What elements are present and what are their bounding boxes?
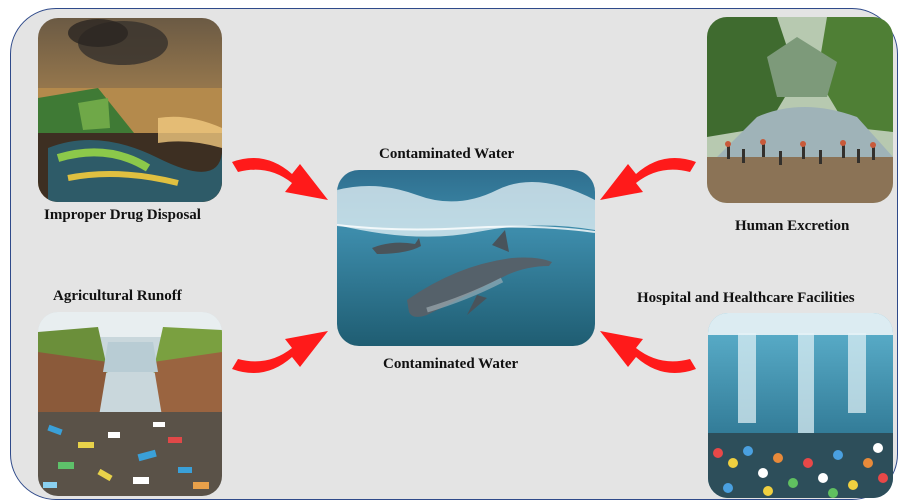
source-label-human-excretion: Human Excretion: [735, 218, 850, 234]
improper-drug-disposal-image: [38, 18, 222, 202]
arrow-icon: [232, 158, 328, 200]
arrow-icon: [600, 331, 696, 373]
contaminated-water-image: [337, 170, 595, 346]
center-label-bottom: Contaminated Water: [383, 356, 519, 372]
center-label-top: Contaminated Water: [379, 146, 515, 162]
source-label-improper-drug-disposal: Improper Drug Disposal: [44, 207, 201, 223]
source-label-hospital-healthcare: Hospital and Healthcare Facilities: [637, 290, 855, 306]
arrow-icon: [600, 158, 696, 200]
arrow-icon: [232, 331, 328, 373]
source-label-agricultural-runoff: Agricultural Runoff: [53, 288, 182, 304]
agricultural-runoff-image: [38, 312, 222, 496]
hospital-healthcare-image: [708, 313, 893, 498]
human-excretion-image: [707, 17, 893, 203]
